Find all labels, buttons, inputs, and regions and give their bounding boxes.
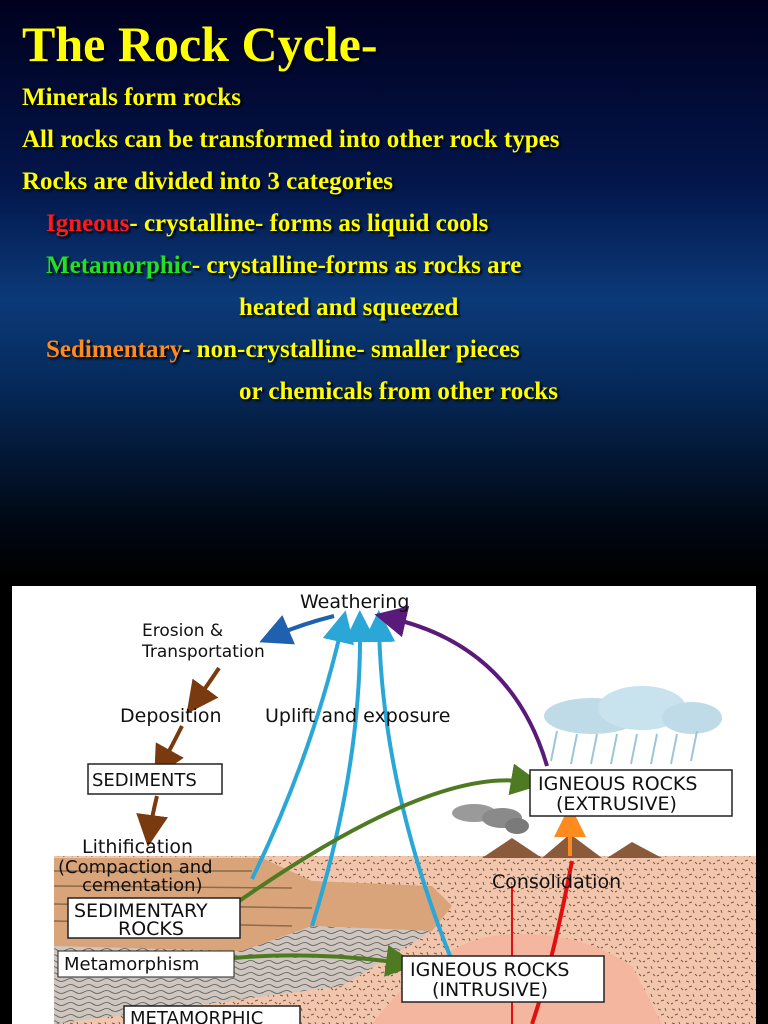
rock-cycle-diagram: Weathering Erosion & Transportation Depo… xyxy=(12,586,756,1024)
label-igneous-extrusive-1: IGNEOUS ROCKS xyxy=(538,773,697,795)
label-transportation: Transportation xyxy=(141,642,265,662)
label-consolidation: Consolidation xyxy=(492,871,621,893)
metamorphic-desc: - crystalline-forms as rocks are xyxy=(191,252,522,279)
bullet-transformed: All rocks can be transformed into other … xyxy=(22,126,560,153)
sediments-box xyxy=(87,763,223,795)
metamorphic-desc-cont: heated and squeezed xyxy=(239,294,459,321)
igneous-extrusive-box xyxy=(529,769,733,817)
uplift-arrow-sedimentary xyxy=(250,610,354,880)
label-igneous-intrusive-2: (INTRUSIVE) xyxy=(432,979,548,1001)
magma-arrow-extrusive xyxy=(530,860,574,1024)
label-lithification: Lithification xyxy=(82,836,193,858)
label-erosion: Erosion & xyxy=(142,621,223,641)
label-deposition: Deposition xyxy=(120,705,222,727)
weathering-arrow-extrusive xyxy=(374,605,549,767)
label-sediments: SEDIMENTS xyxy=(92,770,197,791)
metamorphic-rocks-box xyxy=(123,1005,301,1024)
label-igneous-intrusive-1: IGNEOUS ROCKS xyxy=(410,959,569,981)
sediment-layers xyxy=(54,858,452,966)
bullet-categories: Rocks are divided into 3 categories xyxy=(22,168,394,195)
label-sedimentary-rocks-2: ROCKS xyxy=(118,918,184,940)
melting-arrow-sedimentary xyxy=(230,763,543,908)
uplift-arrow-igneous xyxy=(363,610,454,962)
category-metamorphic: Metamorphic- crystalline-forms as rocks … xyxy=(46,250,521,282)
erosion-arrow xyxy=(259,614,335,645)
label-sedimentary-rocks-1: SEDIMENTARY xyxy=(74,900,208,922)
label-igneous-extrusive-2: (EXTRUSIVE) xyxy=(556,793,677,815)
sedimentary-term: Sedimentary xyxy=(46,336,183,363)
metamorphic-term: Metamorphic xyxy=(46,252,192,279)
sedimentary-desc-cont: or chemicals from other rocks xyxy=(239,378,558,405)
igneous-term: Igneous xyxy=(46,210,130,237)
igneous-desc: - crystalline- forms as liquid cools xyxy=(129,210,489,237)
label-metamorphism: Metamorphism xyxy=(64,954,199,975)
volcanic-smoke xyxy=(452,804,529,834)
sedimentary-desc: - non-crystalline- smaller pieces xyxy=(182,336,520,363)
label-compaction: (Compaction and xyxy=(58,857,213,878)
metamorphism-arrow xyxy=(233,945,418,977)
rain-cloud xyxy=(544,686,722,765)
uplift-arrow-metamorphic xyxy=(310,610,377,927)
deposition-arrow xyxy=(186,666,221,714)
category-igneous: Igneous- crystalline- forms as liquid co… xyxy=(46,208,488,240)
label-weathering: Weathering xyxy=(300,591,409,613)
bullet-minerals: Minerals form rocks xyxy=(22,84,241,111)
lithification-arrow xyxy=(136,795,168,847)
sedimentary-rocks-box xyxy=(67,897,241,939)
metamorphism-box xyxy=(57,950,235,978)
category-sedimentary: Sedimentary- non-crystalline- smaller pi… xyxy=(46,334,520,366)
slide-title: The Rock Cycle- xyxy=(22,16,378,72)
label-metamorphic-rocks: METAMORPHIC xyxy=(130,1008,263,1024)
igneous-intrusive-box xyxy=(401,955,605,1003)
label-uplift: Uplift and exposure xyxy=(265,705,450,727)
sediments-arrow xyxy=(154,725,184,778)
label-cementation: cementation) xyxy=(82,875,203,896)
